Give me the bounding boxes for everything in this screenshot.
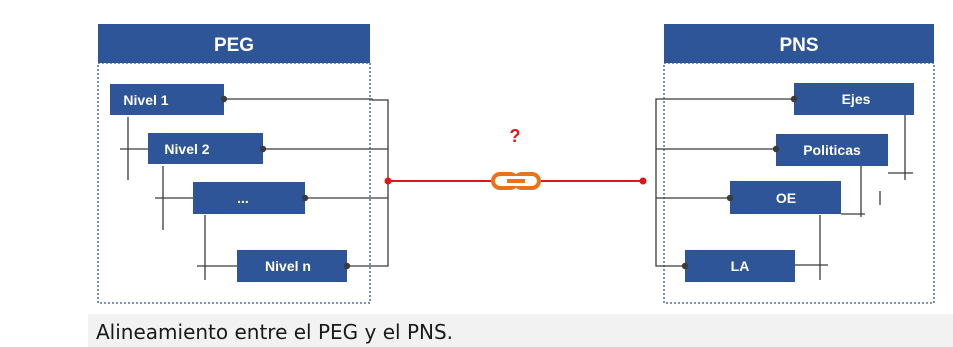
peg-level-dot-3 bbox=[301, 194, 309, 202]
link-endpoint-right bbox=[639, 177, 647, 185]
pns-item-dot-oe bbox=[726, 194, 734, 202]
peg-level-dot-1 bbox=[220, 95, 228, 103]
peg-level-label-4: Nivel n bbox=[265, 258, 311, 274]
pns-item-box-oe bbox=[730, 181, 841, 214]
pns-item-dot-la bbox=[681, 262, 689, 270]
peg-header bbox=[98, 24, 370, 63]
question-mark: ? bbox=[510, 126, 521, 146]
peg-title: PEG bbox=[214, 35, 254, 56]
pns-item-box-ejes bbox=[794, 83, 914, 115]
pns-item-dot-ejes bbox=[790, 95, 798, 103]
peg-level-box-4 bbox=[237, 250, 347, 282]
figure-caption: Alineamiento entre el PEG y el PNS. bbox=[96, 320, 454, 344]
peg-level-label-3: ... bbox=[237, 190, 249, 206]
caption-band bbox=[88, 314, 953, 347]
pns-item-label-la: LA bbox=[731, 258, 750, 274]
pns-item-label-oe: OE bbox=[776, 190, 796, 206]
peg-bus-lines bbox=[224, 98, 389, 267]
pns-panel-border bbox=[663, 62, 935, 304]
peg-level-box-3 bbox=[193, 182, 305, 214]
peg-level-box-2 bbox=[148, 133, 263, 164]
pns-title: PNS bbox=[779, 35, 818, 56]
pns-item-dot-politicas bbox=[772, 145, 780, 153]
pns-item-label-ejes: Ejes bbox=[842, 91, 871, 107]
pns-tree-lines bbox=[795, 115, 913, 280]
link-endpoint-left bbox=[384, 177, 392, 185]
peg-tree-lines bbox=[120, 117, 237, 280]
pns-item-label-politicas: Politicas bbox=[803, 142, 861, 158]
chain-link-icon bbox=[491, 172, 541, 190]
pns-item-box-la bbox=[685, 250, 795, 282]
peg-level-label-1: Nivel 1 bbox=[123, 92, 168, 108]
pns-bus-lines bbox=[655, 98, 794, 267]
pns-item-box-politicas bbox=[776, 134, 888, 166]
alignment-diagram: PEG Nivel 1 Nivel 2 ... Nivel n PNS bbox=[97, 24, 935, 304]
peg-level-dot-2 bbox=[259, 145, 267, 153]
pns-header bbox=[664, 24, 934, 63]
peg-level-box-1 bbox=[110, 84, 224, 115]
peg-level-dot-4 bbox=[343, 262, 351, 270]
peg-level-label-2: Nivel 2 bbox=[164, 141, 209, 157]
